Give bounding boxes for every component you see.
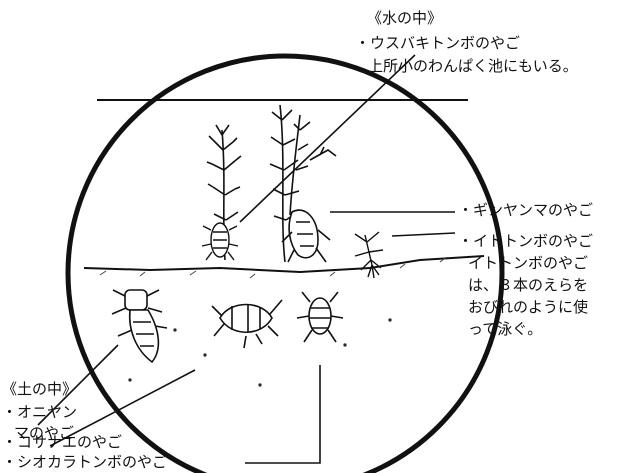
kosanae-label: ・コサナエのやご bbox=[2, 433, 123, 451]
shiokara-yago-icon bbox=[296, 291, 344, 343]
itotonbo-note-line-1: イトトンボのやご bbox=[468, 254, 589, 272]
soil-texture bbox=[99, 257, 446, 387]
ginyanma-label: ・ギンヤンマのやご bbox=[458, 201, 594, 219]
pond-circle bbox=[65, 53, 505, 473]
usubaki-note: 上所小のわんぱく池にもいる。 bbox=[368, 57, 578, 75]
water-plant-right bbox=[269, 104, 337, 263]
itotonbo-label: ・イトトンボのやご bbox=[458, 232, 594, 250]
water-heading: 《水の中》 bbox=[367, 9, 443, 27]
kosanae-yago-icon bbox=[211, 299, 283, 349]
soil-heading: 《土の中》 bbox=[2, 380, 78, 398]
itotonbo-note-line-4: って泳ぐ。 bbox=[468, 320, 543, 338]
itotonbo-yago-icon bbox=[354, 231, 384, 279]
itotonbo-note-line-3: おびれのように使 bbox=[468, 298, 589, 316]
itotonbo-note-line-2: は、３本のえらを bbox=[468, 276, 589, 294]
oniyanma-label-line-1: ・オニヤン bbox=[2, 403, 78, 421]
usubaki-yago-icon bbox=[201, 222, 239, 261]
shiokara-label: ・シオカラトンボのやご bbox=[2, 453, 168, 471]
oniyanma-yago-icon bbox=[111, 289, 168, 364]
oniyanma-label-line-2: マのやご bbox=[14, 424, 75, 442]
usubaki-label: ・ウスバキトンボのやご bbox=[355, 34, 521, 52]
ginyanma-yago-icon bbox=[281, 209, 331, 263]
leader-lines bbox=[37, 54, 456, 464]
ground-line bbox=[83, 255, 485, 274]
